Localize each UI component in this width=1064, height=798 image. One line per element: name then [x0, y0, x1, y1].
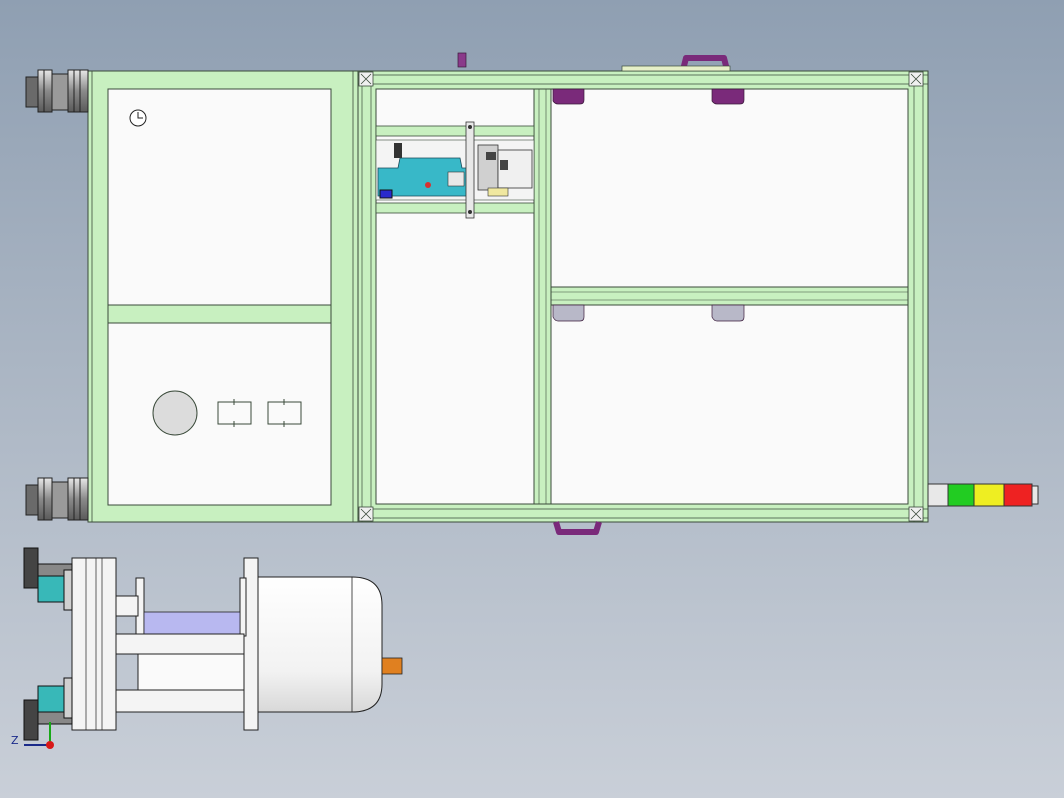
panel-right-upper: [550, 88, 909, 288]
side-view-assembly: [23, 547, 403, 741]
left-rollers: [25, 69, 89, 521]
emergency-stop-cutout: [152, 390, 198, 436]
motor-shaft: [381, 657, 403, 675]
top-handle: [680, 55, 730, 71]
handles: [553, 55, 730, 535]
signal-tower: [927, 483, 1039, 507]
mid-vertical-profile: [533, 88, 552, 505]
axis-z-label: Z: [11, 734, 19, 747]
top-plate: [621, 65, 731, 72]
side-clamp-top: [23, 547, 73, 611]
switch-cutout-2: [267, 401, 302, 425]
switch-cutout-1: [217, 401, 252, 425]
feeder-mechanism: [375, 121, 535, 219]
axis-origin: [46, 741, 54, 749]
cabinet-crossbar: [107, 304, 332, 324]
slide-bar: [143, 611, 241, 635]
motor-body: [257, 576, 383, 713]
frame-top-view: [87, 70, 929, 523]
top-post: [457, 52, 467, 68]
mid-horizontal-profile: [550, 286, 909, 306]
panel-clips: [552, 88, 745, 322]
pcb-plate: [377, 157, 469, 197]
cabinet-panel-upper: [107, 88, 332, 306]
bottom-handle: [553, 521, 602, 535]
roller-bottom: [25, 477, 89, 521]
panel-right-lower: [550, 304, 909, 505]
axis-triad: [24, 722, 54, 749]
side-clamp-bottom: [23, 677, 73, 741]
roller-top: [25, 69, 89, 113]
